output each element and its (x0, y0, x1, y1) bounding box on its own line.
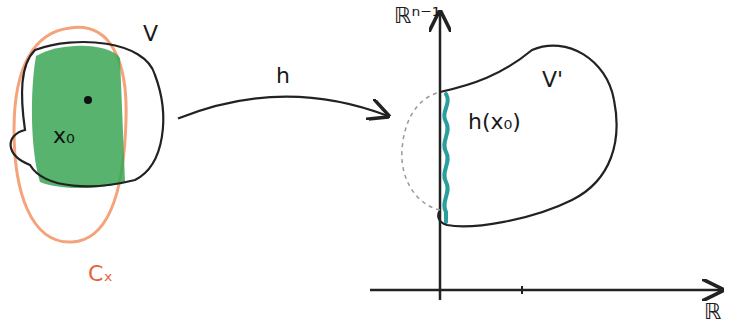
region-name: V' (542, 68, 563, 92)
vertical-axis (439, 12, 442, 300)
boundary-image (444, 94, 447, 222)
tick (521, 286, 523, 294)
horizontal-axis (370, 289, 722, 292)
math-label: Cₓ (88, 262, 113, 286)
green-region (32, 46, 125, 188)
point-label: h(x₀) (468, 110, 521, 134)
blob-outline (392, 40, 624, 240)
math-label: ℝ (704, 300, 721, 324)
map-name: h (276, 64, 290, 88)
map-arrow (178, 97, 388, 119)
point-dot (84, 96, 92, 104)
region-blob: Vx₀ (5, 20, 170, 190)
point-label: x₀ (53, 124, 75, 148)
region-name: V (143, 22, 158, 46)
math-label: ℝⁿ⁻¹ (394, 4, 441, 28)
region-blob: V' h(x₀) (392, 40, 624, 240)
neighbourhood-outline (14, 27, 126, 242)
